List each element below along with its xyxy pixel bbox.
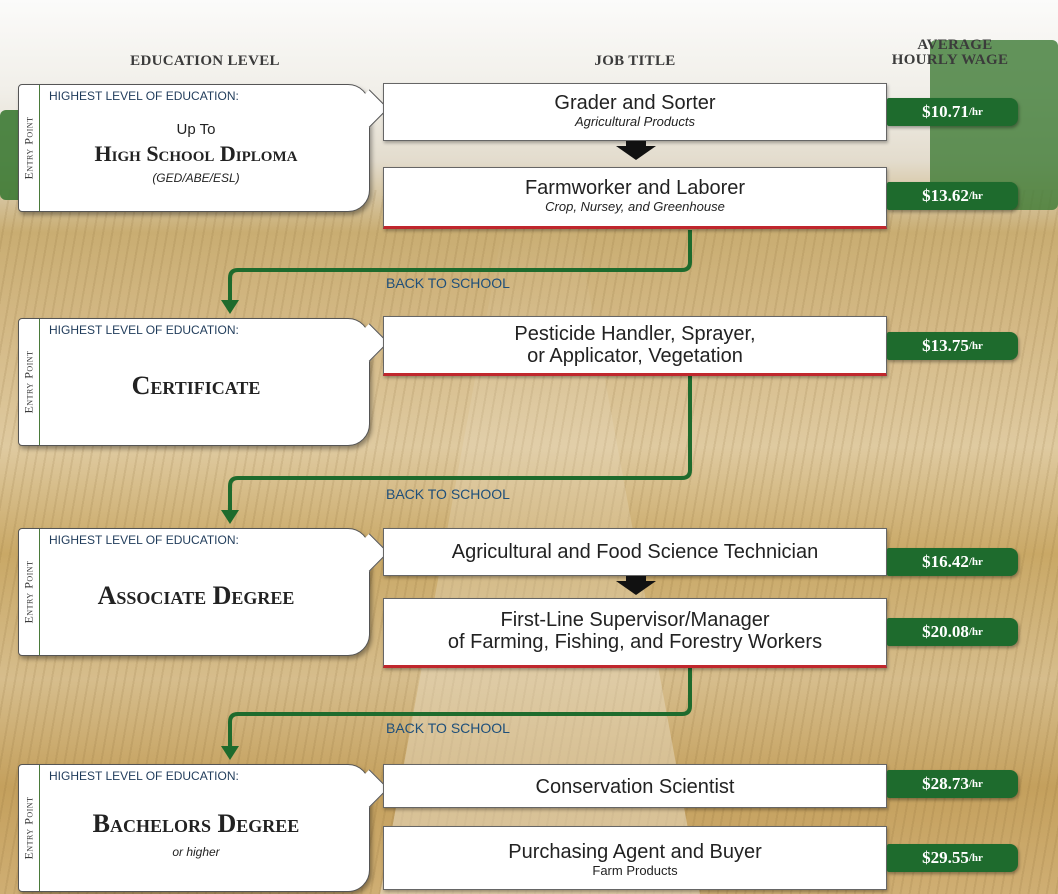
wage-badge: $28.73/hr xyxy=(887,770,1018,798)
job-card: Pesticide Handler, Sprayer, or Applicato… xyxy=(383,316,887,376)
job-title: Agricultural and Food Science Technician xyxy=(451,541,819,563)
back-to-school-label: BACK TO SCHOOL xyxy=(386,275,510,291)
job-title: Farmworker and Laborer xyxy=(524,177,746,199)
job-title: Conservation Scientist xyxy=(535,776,735,798)
job-subtitle: Agricultural Products xyxy=(575,114,695,129)
highest-level-label: HIGHEST LEVEL OF EDUCATION: xyxy=(49,323,239,337)
highest-level-label: HIGHEST LEVEL OF EDUCATION: xyxy=(49,89,239,103)
connector-1 xyxy=(228,230,692,302)
wage-badge: $13.75/hr xyxy=(887,332,1018,360)
job-card: Farmworker and Laborer Crop, Nursey, and… xyxy=(383,167,887,229)
level-title: Bachelors Degree xyxy=(92,809,300,838)
job-card: Conservation Scientist xyxy=(383,764,887,808)
job-card: Purchasing Agent and Buyer Farm Products xyxy=(383,826,887,890)
connector-arrowhead-3 xyxy=(221,746,239,760)
connector-3 xyxy=(228,668,692,748)
header-hourly-wage: HOURLY WAGE xyxy=(891,52,1009,68)
entry-point-tab: Entry Point xyxy=(19,319,40,445)
highest-level-label: HIGHEST LEVEL OF EDUCATION: xyxy=(49,533,239,547)
highest-level-label: HIGHEST LEVEL OF EDUCATION: xyxy=(49,769,239,783)
education-level-card: Entry Point HIGHEST LEVEL OF EDUCATION: … xyxy=(18,318,389,446)
level-title: Associate Degree xyxy=(97,581,295,610)
level-title: High School Diploma xyxy=(94,141,298,166)
job-title: Pesticide Handler, Sprayer, xyxy=(514,323,756,345)
wage-badge: $29.55/hr xyxy=(887,844,1018,872)
header-education-level: EDUCATION LEVEL xyxy=(130,53,280,69)
connector-arrowhead-1 xyxy=(221,300,239,314)
job-title: Purchasing Agent and Buyer xyxy=(508,841,762,863)
progression-arrow-icon xyxy=(616,146,656,160)
job-title: Grader and Sorter xyxy=(554,92,716,114)
education-level-card: Entry Point HIGHEST LEVEL OF EDUCATION: … xyxy=(18,764,389,892)
connector-arrowhead-2 xyxy=(221,510,239,524)
header-average: AVERAGE xyxy=(917,37,993,53)
level-subtitle: (GED/ABE/ESL) xyxy=(152,171,240,185)
progression-arrow-icon xyxy=(616,581,656,595)
education-level-card: Entry Point HIGHEST LEVEL OF EDUCATION: … xyxy=(18,528,389,656)
back-to-school-label: BACK TO SCHOOL xyxy=(386,486,510,502)
entry-point-tab: Entry Point xyxy=(19,85,40,211)
entry-point-tab: Entry Point xyxy=(19,765,40,891)
job-subtitle: Farm Products xyxy=(592,863,678,878)
wage-badge: $13.62/hr xyxy=(887,182,1018,210)
level-subtitle: or higher xyxy=(172,845,220,859)
job-title-line2: of Farming, Fishing, and Forestry Worker… xyxy=(447,631,823,653)
level-prefix: Up To xyxy=(176,121,216,138)
wage-badge: $20.08/hr xyxy=(887,618,1018,646)
progression-arrow-stem xyxy=(626,141,646,147)
job-title: First-Line Supervisor/Manager xyxy=(500,609,770,631)
job-card: Agricultural and Food Science Technician xyxy=(383,528,887,576)
progression-arrow-stem xyxy=(626,576,646,582)
connector-2 xyxy=(228,376,692,512)
wage-badge: $16.42/hr xyxy=(887,548,1018,576)
job-card: First-Line Supervisor/Manager of Farming… xyxy=(383,598,887,668)
back-to-school-label: BACK TO SCHOOL xyxy=(386,720,510,736)
job-card: Grader and Sorter Agricultural Products xyxy=(383,83,887,141)
wage-badge: $10.71/hr xyxy=(887,98,1018,126)
education-level-card: Entry Point HIGHEST LEVEL OF EDUCATION: … xyxy=(18,84,389,212)
header-job-title: JOB TITLE xyxy=(594,53,676,69)
level-title: Certificate xyxy=(131,371,261,400)
job-subtitle: Crop, Nursey, and Greenhouse xyxy=(545,199,725,214)
job-title-line2: or Applicator, Vegetation xyxy=(527,345,743,367)
entry-point-tab: Entry Point xyxy=(19,529,40,655)
